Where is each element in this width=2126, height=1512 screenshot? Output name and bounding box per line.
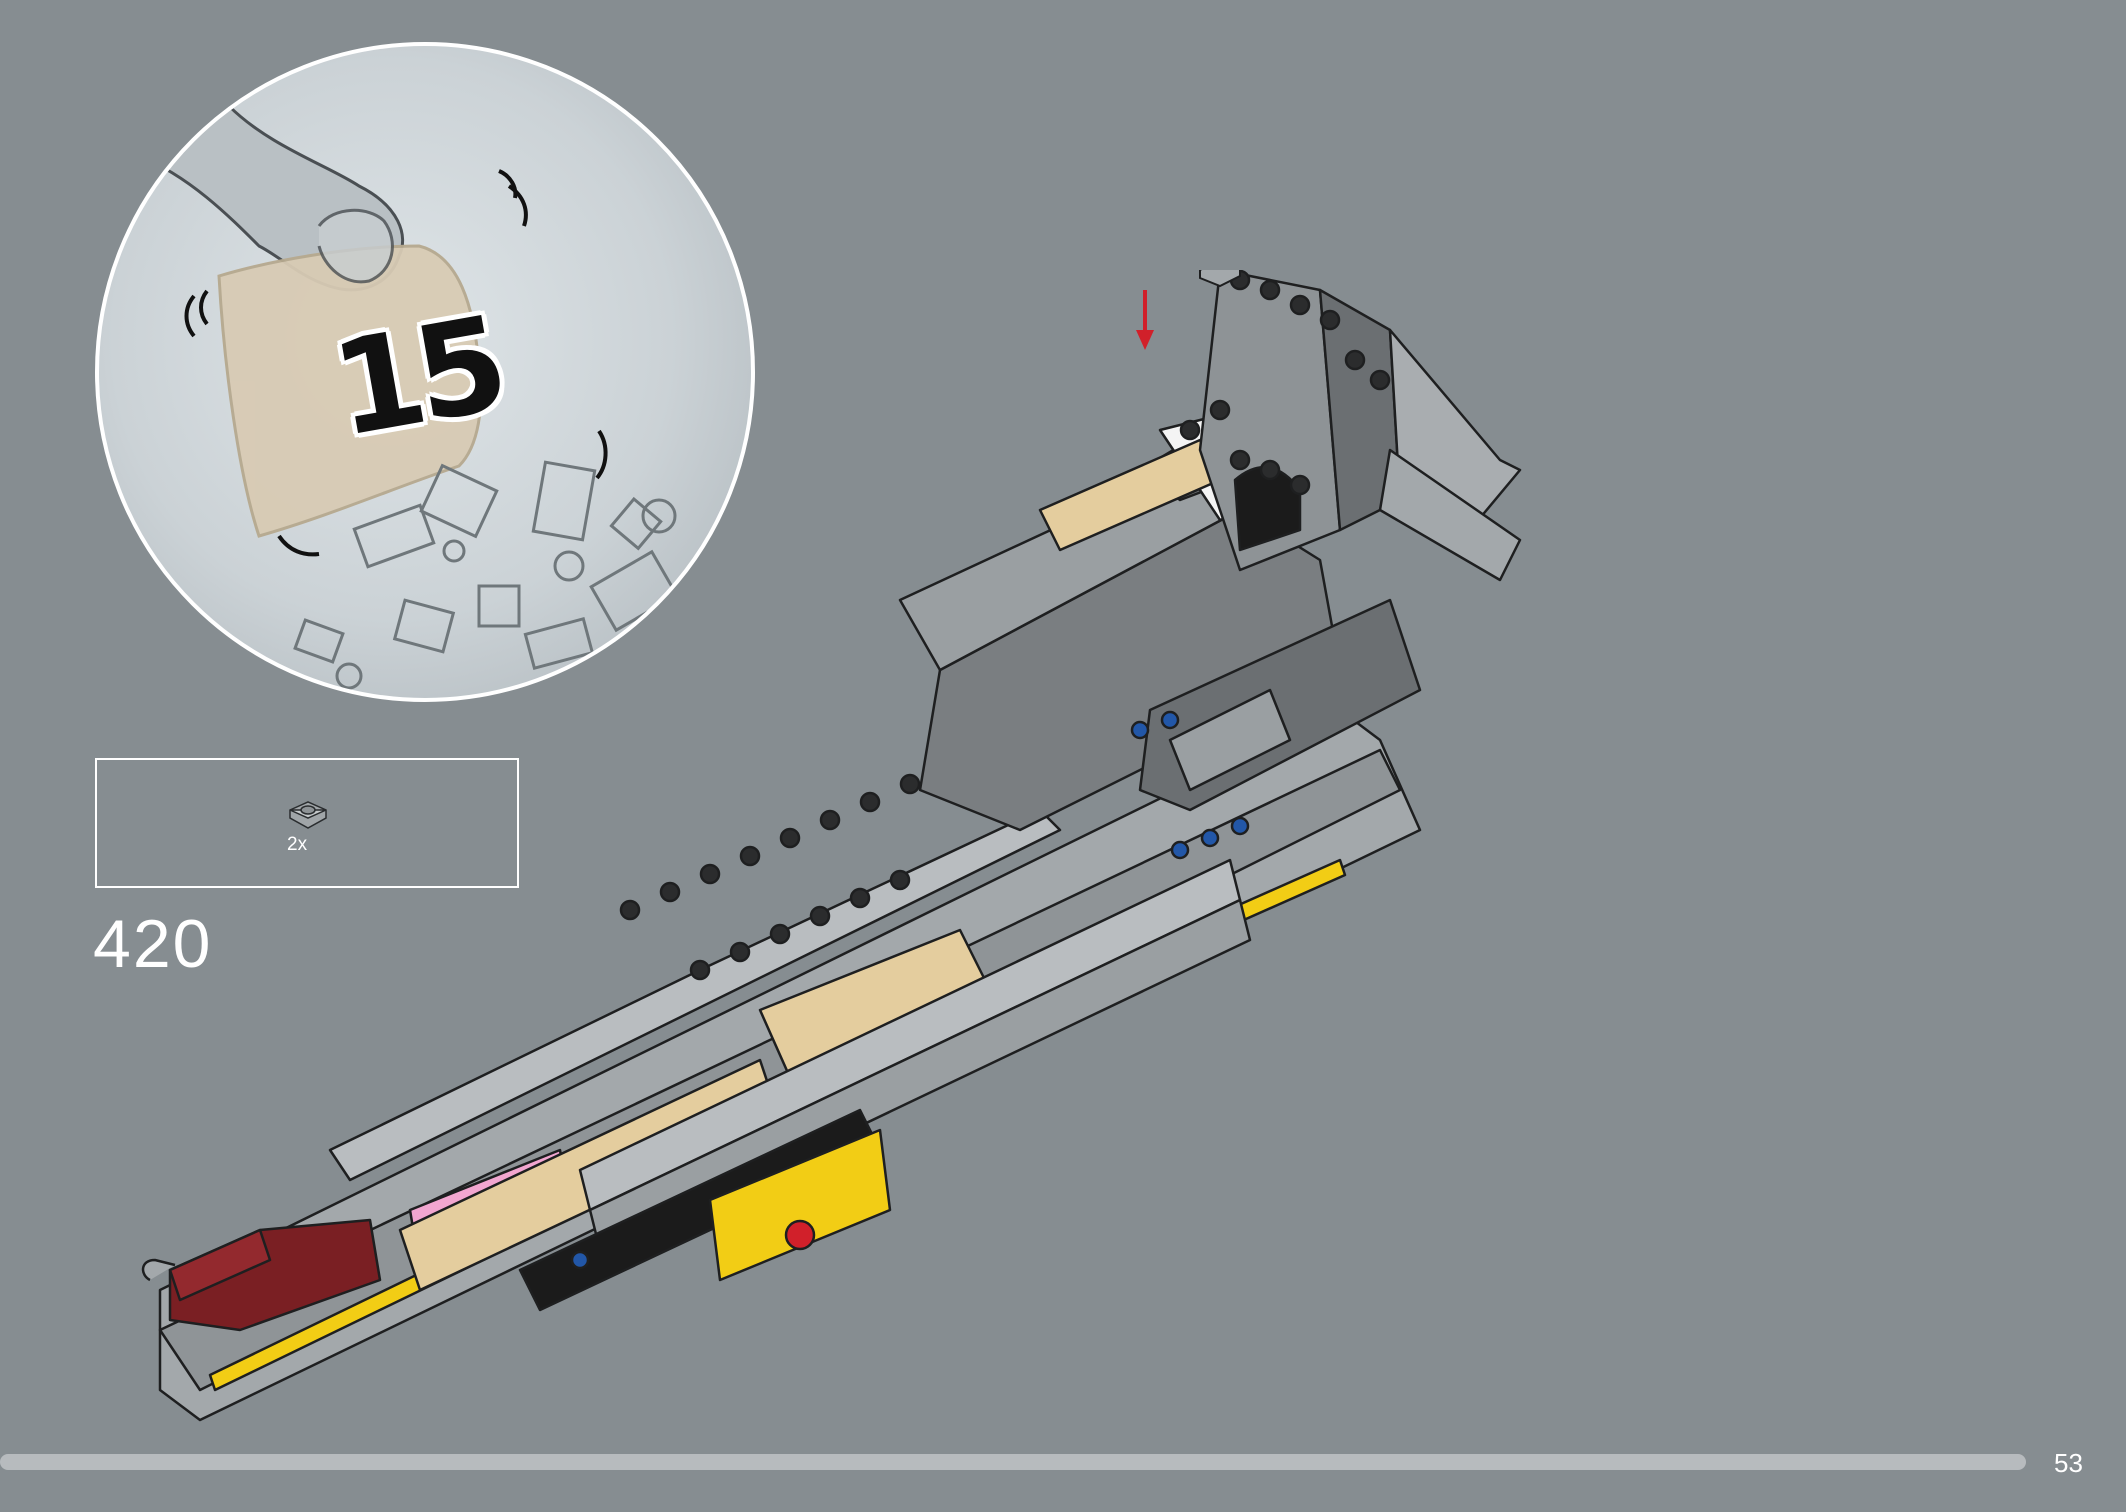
new-part-icon [1199, 270, 1241, 288]
lego-spaceship-assembly-icon [141, 270, 1522, 1422]
part-quantity: 2x [287, 834, 308, 855]
page-number: 53 [2054, 1448, 2083, 1478]
step-number: 420 [93, 906, 213, 982]
parts-list-box: 2x [95, 758, 519, 888]
bag-callout: 15 [95, 42, 755, 702]
red-arrow-icon [1136, 290, 1154, 350]
light-gray-round-plate-icon [289, 801, 327, 829]
progress-bar [0, 1454, 2026, 1470]
hand-opening-bag-icon [138, 104, 679, 690]
